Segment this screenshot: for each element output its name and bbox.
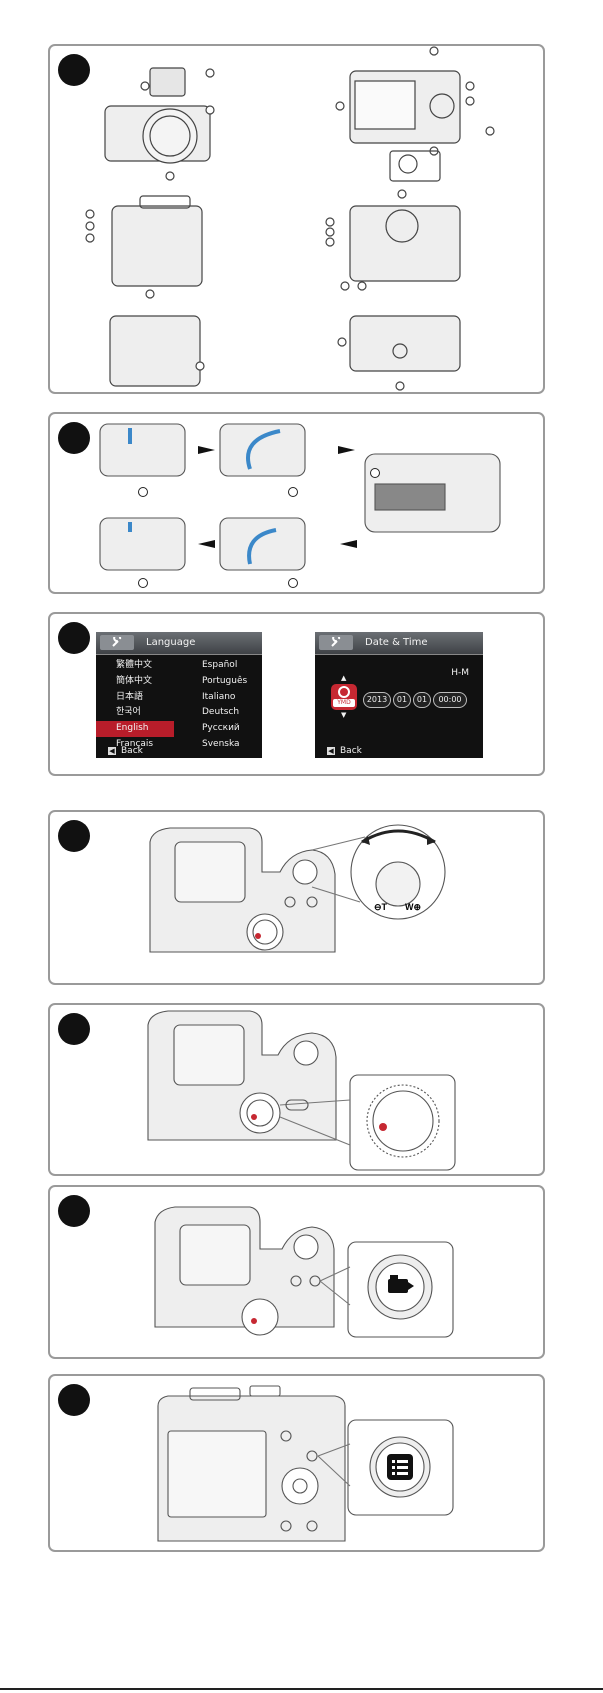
back-button[interactable]: ◀Back xyxy=(108,746,143,756)
video-camera-icon xyxy=(388,1279,408,1293)
step-label-circle xyxy=(370,468,380,478)
step-label-circle xyxy=(138,487,148,497)
month-field[interactable]: 01 xyxy=(393,692,411,708)
language-option[interactable]: Svenska xyxy=(202,737,240,753)
panel-mode-dial xyxy=(48,1003,545,1176)
language-option[interactable]: Русский xyxy=(202,721,240,737)
zoom-wide-label: W⊕ xyxy=(405,902,421,913)
arrow-down-icon[interactable]: ▼ xyxy=(341,711,346,719)
menu-button-illustration xyxy=(50,1376,543,1550)
language-option[interactable]: Español xyxy=(202,658,237,674)
arrow-up-icon[interactable]: ▲ xyxy=(341,674,346,682)
panel-battery xyxy=(48,412,545,594)
language-option[interactable]: 日本語 xyxy=(116,690,143,706)
panel-settings-screens: Language 繁體中文 簡体中文 日本語 한국어 English Franç… xyxy=(48,612,545,776)
language-option[interactable]: Português xyxy=(202,674,247,690)
page-bottom-rule xyxy=(0,1688,603,1690)
wrench-icon xyxy=(319,635,353,650)
step-label-circle xyxy=(138,578,148,588)
wrench-icon xyxy=(100,635,134,650)
language-option[interactable]: 한국어 xyxy=(116,705,141,721)
step-label-circle xyxy=(288,578,298,588)
zoom-tele-label: ⊖T xyxy=(374,902,387,913)
language-header: Language xyxy=(96,632,262,655)
menu-list-icon xyxy=(387,1454,413,1480)
back-button[interactable]: ◀Back xyxy=(327,746,362,756)
step-badge xyxy=(58,622,90,654)
language-option-selected[interactable]: English xyxy=(96,721,174,737)
camera-parts-illustration xyxy=(50,46,543,392)
datetime-header: Date & Time xyxy=(315,632,483,655)
ymd-clock-icon: YMD xyxy=(331,684,357,710)
language-option[interactable]: Deutsch xyxy=(202,705,239,721)
datetime-format: H-M xyxy=(451,668,469,678)
panel-zoom: ⊖T W⊕ xyxy=(48,810,545,985)
video-button-illustration xyxy=(50,1187,543,1357)
day-field[interactable]: 01 xyxy=(413,692,431,708)
zoom-lever-illustration xyxy=(50,812,543,983)
year-field[interactable]: 2013 xyxy=(363,692,391,708)
panel-menu-button xyxy=(48,1374,545,1552)
step-label-circle xyxy=(288,487,298,497)
panel-camera-parts xyxy=(48,44,545,394)
battery-steps-illustration xyxy=(50,414,543,592)
language-option[interactable]: 簡体中文 xyxy=(116,674,152,690)
back-arrow-icon: ◀ xyxy=(327,747,335,755)
datetime-screen: Date & Time H-M YMD ▲ ▼ 2013 01 01 00:00… xyxy=(315,632,483,758)
language-screen: Language 繁體中文 簡体中文 日本語 한국어 English Franç… xyxy=(96,632,262,758)
datetime-title: Date & Time xyxy=(365,637,428,648)
language-option[interactable]: Italiano xyxy=(202,690,235,706)
language-option[interactable]: 繁體中文 xyxy=(116,658,152,674)
language-title: Language xyxy=(146,637,195,648)
mode-dial-illustration xyxy=(50,1005,543,1174)
back-arrow-icon: ◀ xyxy=(108,747,116,755)
time-field[interactable]: 00:00 xyxy=(433,692,467,708)
panel-video-button xyxy=(48,1185,545,1359)
